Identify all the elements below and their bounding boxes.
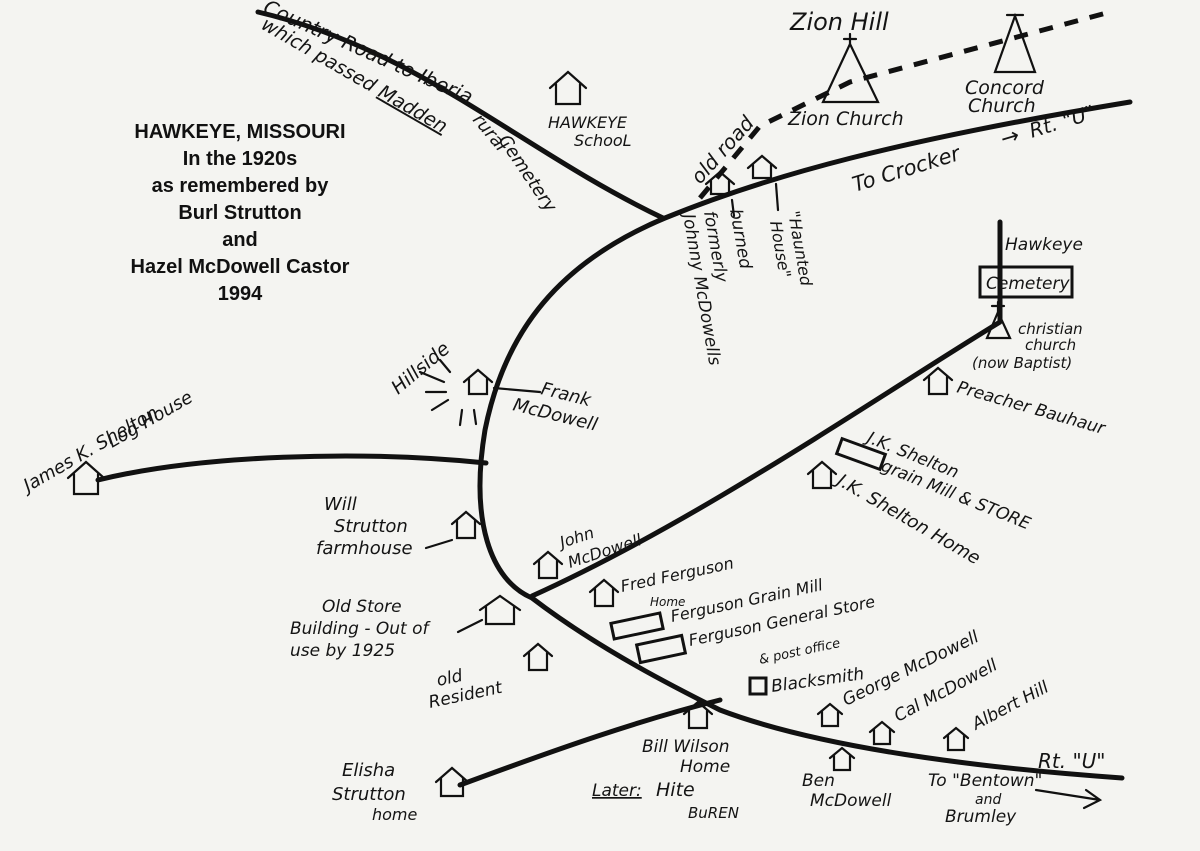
frank-mcdowell-house-icon bbox=[462, 368, 494, 396]
preacher-label: Preacher Bauhaur bbox=[955, 378, 1108, 440]
bill-label-2: Home bbox=[680, 757, 730, 777]
will-strutton-house-icon bbox=[450, 510, 482, 540]
albert-hill-house-icon bbox=[942, 726, 970, 752]
rt-u-bottom-label: Rt. "U" bbox=[1038, 749, 1106, 773]
will-label-2: Strutton bbox=[334, 516, 408, 537]
preacher-house-icon bbox=[922, 366, 954, 396]
christian-label-1: christian bbox=[1018, 320, 1083, 338]
elisha-label-2: Strutton bbox=[332, 784, 406, 805]
blacksmith-building bbox=[748, 676, 768, 696]
shelton-log-house-icon bbox=[66, 460, 106, 496]
bill-wilson-house-icon bbox=[682, 700, 714, 730]
old-store-building-icon bbox=[478, 594, 522, 626]
burned-label-1: burned bbox=[725, 207, 755, 270]
george-mcdowell-house-icon bbox=[816, 702, 844, 728]
cemetery-box-label: Cemetery bbox=[986, 274, 1070, 294]
fred-label-1: Fred Ferguson bbox=[619, 553, 735, 596]
zion-church-icon bbox=[821, 32, 880, 104]
james-label-2: Log House bbox=[104, 387, 196, 452]
ben-label-2: McDowell bbox=[810, 791, 892, 811]
ferguson-mill-building bbox=[609, 611, 665, 641]
title-line-1: HAWKEYE, MISSOURI bbox=[134, 121, 345, 143]
old-store-label-1: Old Store bbox=[322, 597, 402, 617]
shelton-grain-mill-building bbox=[834, 436, 888, 472]
svg-text:To "Bentown": To "Bentown" bbox=[928, 771, 1042, 791]
svg-text:Cemetery: Cemetery bbox=[494, 131, 561, 216]
ferguson-store-label-2: & post office bbox=[758, 636, 842, 668]
old-store-label-3: use by 1925 bbox=[290, 641, 395, 661]
road-to-iberia bbox=[255, 9, 666, 221]
road-to-shelton-log-house bbox=[95, 453, 489, 483]
ferguson-store-building bbox=[634, 633, 688, 665]
christian-label-3: (now Baptist) bbox=[972, 354, 1072, 372]
title-line-7: 1994 bbox=[218, 283, 263, 305]
later-label: Later: bbox=[592, 781, 642, 801]
school-label-2: SchooL bbox=[574, 131, 632, 150]
hillside-rays bbox=[418, 358, 478, 427]
title-line-3: as remembered by bbox=[152, 175, 330, 197]
hawkeye-cemetery-label: Hawkeye bbox=[1005, 235, 1083, 255]
svg-text:→: → bbox=[998, 123, 1023, 152]
old-resident-house-icon bbox=[522, 642, 554, 672]
elisha-label-1: Elisha bbox=[342, 760, 395, 781]
will-label-1: Will bbox=[324, 494, 357, 515]
to-bentown-label: To "Bentown" and Brumley bbox=[928, 771, 1103, 827]
old-store-label-2: Building - Out of bbox=[290, 619, 432, 639]
concord-church-icon bbox=[993, 12, 1037, 74]
hite-label: Hite bbox=[656, 779, 695, 801]
title-line-4: Burl Strutton bbox=[178, 202, 301, 224]
svg-text:To Crocker: To Crocker bbox=[849, 141, 964, 197]
shelton-home-icon bbox=[806, 460, 838, 490]
albert-label: Albert Hill bbox=[968, 677, 1052, 735]
buren-label: BuREN bbox=[688, 804, 739, 822]
zion-hill-label: Zion Hill bbox=[789, 8, 889, 36]
burned-house-icon bbox=[704, 170, 736, 196]
svg-text:and: and bbox=[975, 792, 1001, 808]
zion-church-label: Zion Church bbox=[787, 108, 904, 130]
hillside-label: Hillside bbox=[387, 338, 454, 399]
haunted-house-icon bbox=[746, 154, 778, 180]
christian-church-icon bbox=[985, 300, 1012, 340]
cal-mcdowell-house-icon bbox=[868, 720, 896, 746]
christian-label-2: church bbox=[1025, 336, 1076, 354]
road-to-christian-church bbox=[529, 219, 1003, 599]
main-curve-road bbox=[477, 99, 1133, 781]
ben-label-1: Ben bbox=[802, 771, 835, 791]
elisha-label-3: home bbox=[372, 805, 418, 824]
john-mcdowell-house-icon bbox=[532, 550, 564, 580]
title-line-6: Hazel McDowell Castor bbox=[131, 256, 350, 278]
will-label-3: farmhouse bbox=[316, 538, 413, 559]
title-line-2: In the 1920s bbox=[183, 148, 298, 170]
bill-label-1: Bill Wilson bbox=[642, 737, 730, 757]
hawkeye-school-icon bbox=[548, 70, 588, 106]
ben-mcdowell-house-icon bbox=[828, 746, 856, 772]
svg-text:Brumley: Brumley bbox=[945, 807, 1017, 827]
concord-label-2: Church bbox=[968, 95, 1036, 117]
map-title: HAWKEYE, MISSOURI In the 1920s as rememb… bbox=[131, 121, 350, 305]
old-road-label: old road bbox=[686, 111, 759, 188]
old-road-dashed bbox=[698, 9, 1111, 200]
svg-text:old road: old road bbox=[686, 111, 759, 188]
title-line-5: and bbox=[222, 229, 258, 251]
school-label-1: HAWKEYE bbox=[548, 113, 628, 132]
elisha-strutton-house-icon bbox=[434, 766, 470, 798]
concord-label-1: Concord bbox=[965, 77, 1045, 99]
fred-ferguson-house-icon bbox=[588, 578, 620, 608]
cemetery-box bbox=[978, 265, 1074, 299]
fred-label-2: Home bbox=[650, 595, 685, 609]
svg-text:Rt. "U": Rt. "U" bbox=[1026, 100, 1098, 143]
